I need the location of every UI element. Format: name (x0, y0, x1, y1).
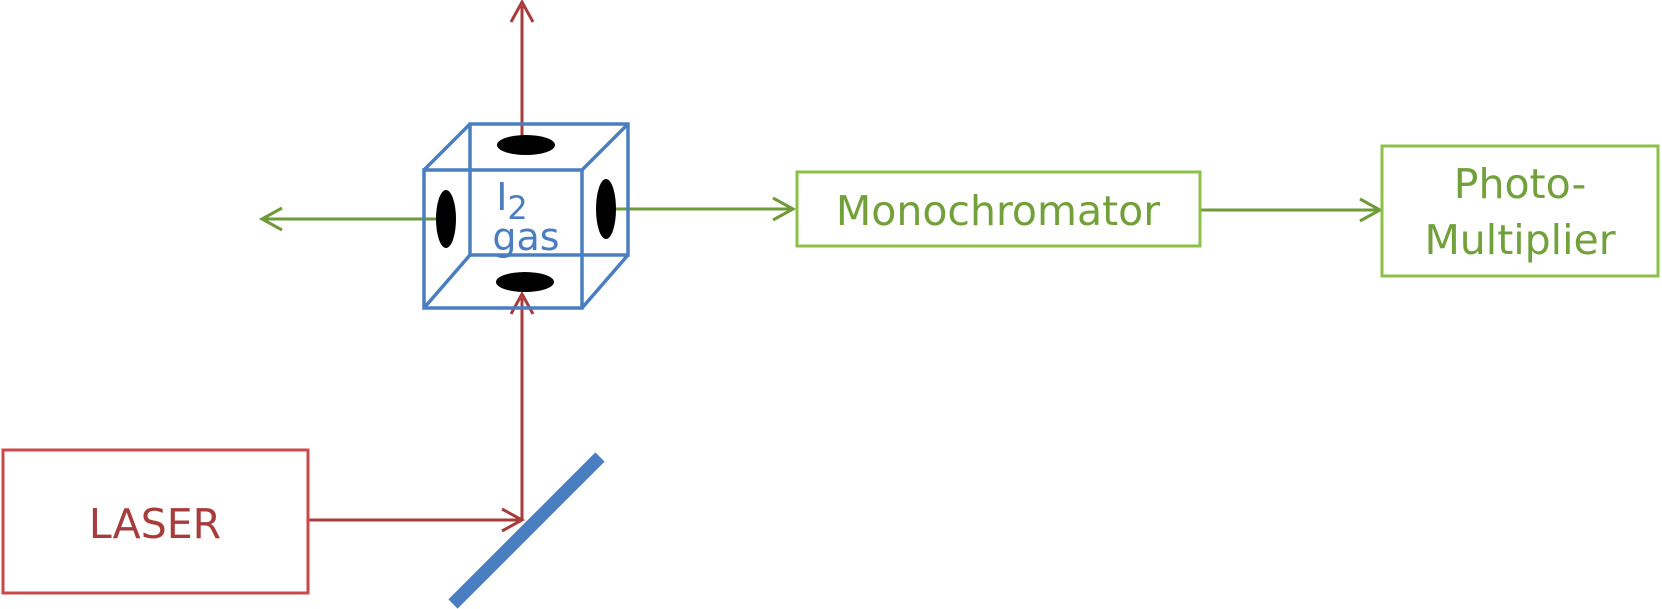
cell-window-right (596, 179, 616, 239)
cell-edge-bottom-right (580, 253, 630, 310)
laser-beam-path (308, 0, 535, 533)
cell-window-left (436, 190, 456, 248)
cell-edge-bottom-left (422, 253, 472, 310)
laser-box (1, 448, 310, 595)
fluorescence-beam-monochromator-arrowhead (772, 196, 797, 222)
laser-beam-exit-arrowhead (509, 0, 535, 23)
cell-label: I2 gas (492, 175, 559, 259)
monochromator-box (795, 170, 1202, 248)
beam-photomultiplier-arrowhead (1359, 197, 1384, 223)
laser-source: LASER (1, 448, 310, 595)
photomultiplier-label-line2: Multiplier (1424, 216, 1615, 264)
cell-label-line2: gas (492, 215, 559, 259)
fluorescence-beams (258, 196, 1384, 232)
photomultiplier-label-line1: Photo- (1454, 160, 1587, 208)
cell-front-face (422, 168, 584, 310)
cell-window-top (497, 135, 555, 155)
laser-label: LASER (89, 500, 221, 548)
cell-label-element: I (496, 175, 507, 219)
monochromator-label: Monochromator (836, 187, 1160, 235)
cell-label-subscript: 2 (507, 189, 527, 227)
cell-window-bottom (496, 272, 554, 292)
photomultiplier: Photo- Multiplier (1380, 144, 1660, 278)
fluorescence-beam-left-arrowhead (258, 206, 283, 232)
mirror (448, 452, 605, 609)
cell-edge-top-right (580, 122, 630, 172)
cell-back-face (468, 122, 630, 257)
monochromator: Monochromator (795, 170, 1202, 248)
photomultiplier-box (1380, 144, 1660, 278)
cell-windows (436, 135, 616, 292)
cell-edge-top-left (422, 122, 472, 172)
cell-label-line1: I2 (496, 175, 528, 227)
iodine-gas-cell (422, 122, 630, 310)
